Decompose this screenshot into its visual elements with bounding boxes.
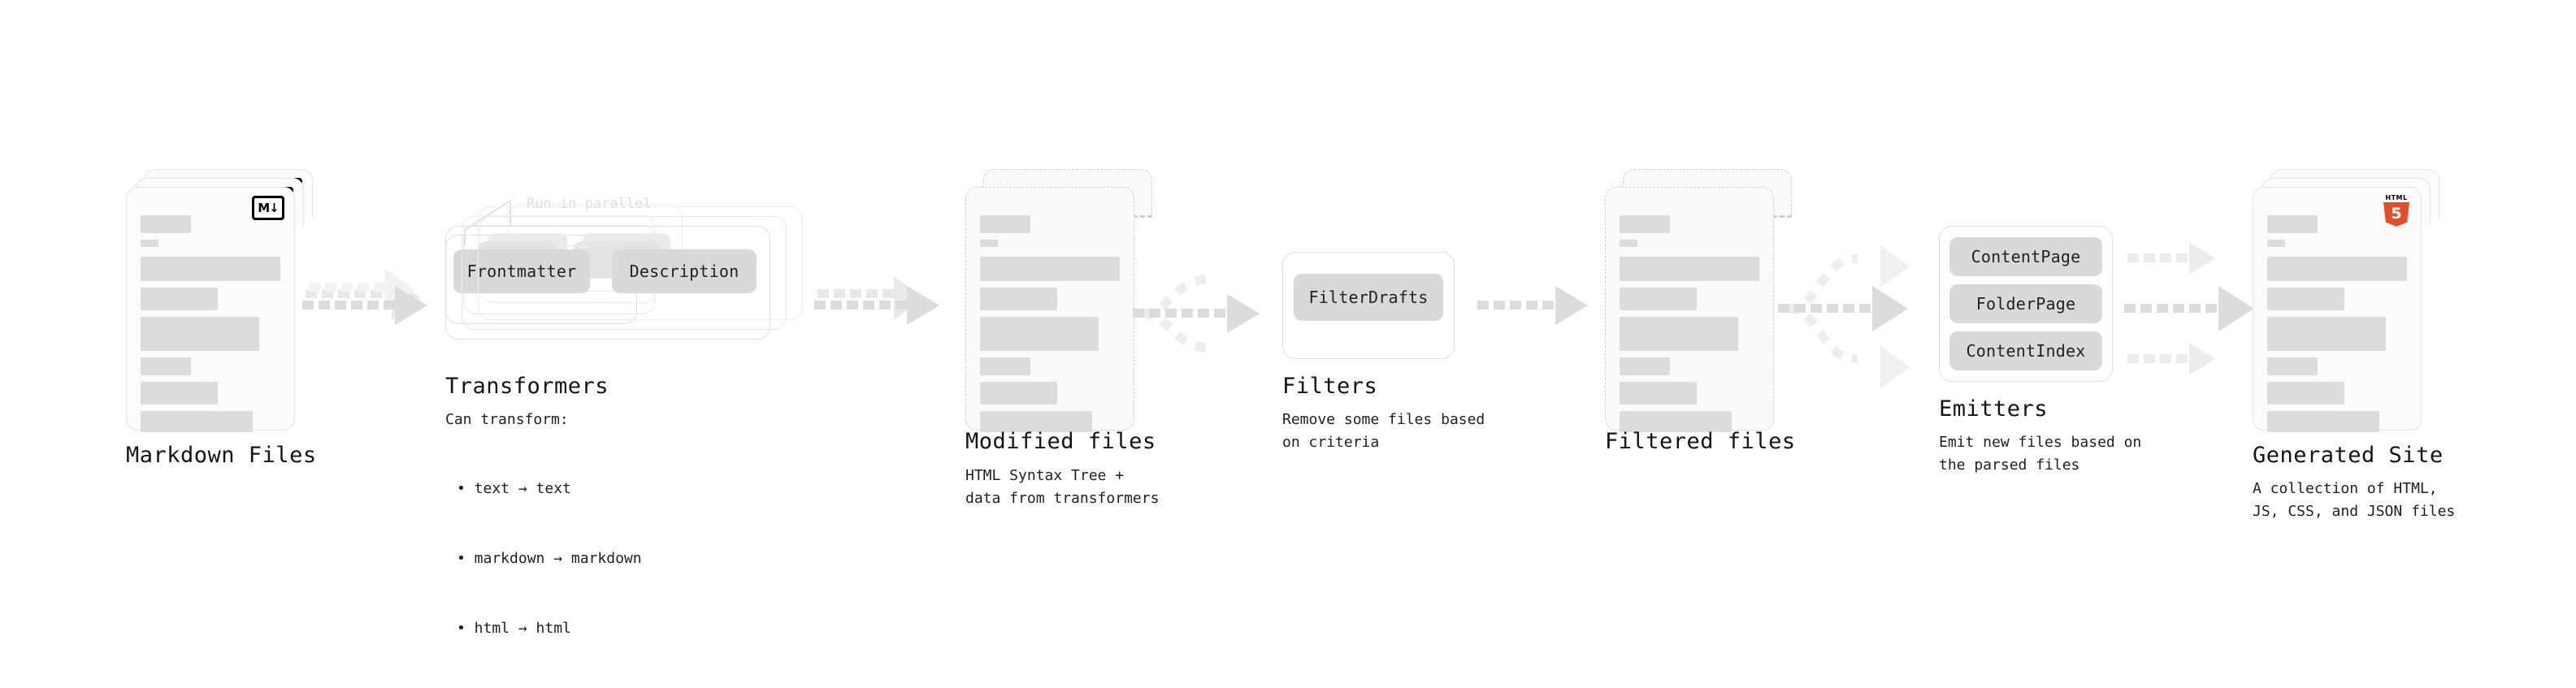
content-bar (1620, 317, 1739, 351)
stage-title-emitters: Emitters (1939, 396, 2049, 422)
content-bar (1620, 382, 1697, 405)
emitters-group-box (1939, 226, 2113, 382)
generated-site-subtitle: A collection of HTML, JS, CSS, and JSON … (2253, 480, 2456, 520)
filter-pill-filterdrafts[interactable]: FilterDrafts (1294, 274, 1443, 321)
content-bar (980, 288, 1057, 310)
content-bar (980, 240, 999, 247)
html5-icon: HTML (2382, 194, 2411, 227)
content-bar (980, 411, 1092, 432)
content-bar (2267, 257, 2407, 281)
content-bar (1620, 357, 1670, 375)
stage-title-modified-files: Modified files (965, 429, 1156, 454)
card-front: HTML (2253, 187, 2422, 432)
content-bar (141, 382, 218, 405)
content-bar (980, 215, 1030, 233)
transformers-bullet-1: • markdown → markdown (457, 549, 642, 567)
emitter-pill-contentindex[interactable]: ContentIndex (1949, 331, 2102, 370)
content-bar (2267, 240, 2286, 247)
card-front: M↓ (126, 187, 295, 432)
content-bar (141, 215, 191, 233)
transformer-pill-description[interactable]: Description (612, 249, 757, 293)
html5-shield (2383, 202, 2409, 227)
stage-title-transformers: Transformers (445, 374, 609, 399)
markdown-badge-front: M↓ (252, 196, 284, 220)
content-bar (141, 240, 159, 247)
connector-modified-to-filters (1133, 275, 1260, 353)
transformers-bullet-2: • html → html (457, 620, 571, 638)
connector-markdown-to-transformers (302, 268, 427, 325)
transformer-outer-box (445, 226, 770, 340)
emitter-pill-contentpage[interactable]: ContentPage (1949, 237, 2102, 276)
content-bar (980, 257, 1120, 281)
content-bar (980, 382, 1057, 405)
stage-title-markdown-files: Markdown Files (126, 443, 317, 468)
content-bar (1620, 257, 1759, 281)
content-bar (1620, 288, 1697, 310)
transformer-pill-frontmatter[interactable]: Frontmatter (453, 249, 590, 293)
content-bar (2267, 317, 2387, 351)
content-bar (141, 288, 218, 310)
content-bar (2267, 382, 2344, 405)
stage-title-filters: Filters (1282, 374, 1378, 399)
transformers-subtitle: Can transform: (445, 411, 569, 428)
card-content-bars (1620, 215, 1759, 439)
content-bar (2267, 288, 2344, 310)
stage-title-filtered-files: Filtered files (1605, 429, 1796, 454)
transformer-outer-box-mid (462, 216, 787, 330)
connector-emitters-to-site (2124, 242, 2254, 375)
content-bar (1620, 215, 1670, 233)
markdown-icon: M↓ (252, 196, 284, 220)
transformers-bullets: • text → text • markdown → markdown • ht… (457, 431, 642, 688)
transformers-bullet-0: • text → text (457, 479, 571, 497)
transformer-outer-box-back (478, 206, 803, 320)
emitters-subtitle: Emit new files based on the parsed files (1939, 434, 2142, 474)
content-bar (141, 257, 280, 281)
content-bar (2267, 411, 2379, 432)
connector-filtered-to-emitters (1778, 245, 1910, 388)
stage-title-generated-site: Generated Site (2253, 443, 2444, 468)
content-bar (980, 357, 1030, 375)
content-bar (2267, 357, 2318, 375)
content-bar (980, 317, 1099, 351)
content-bar (141, 317, 260, 351)
connector-transformers-to-modified (814, 276, 939, 325)
card-content-bars (2267, 215, 2407, 439)
card-front (1605, 187, 1774, 432)
content-bar (2267, 215, 2318, 233)
html5-badge-wrap: HTML (2382, 194, 2411, 227)
content-bar (141, 411, 253, 432)
run-in-parallel-note: Run in parallel (527, 196, 652, 212)
content-bar (141, 357, 191, 375)
html5-wordmark: HTML (2385, 194, 2408, 201)
filters-subtitle: Remove some files based on criteria (1282, 411, 1485, 451)
card-content-bars (980, 215, 1120, 439)
content-bar (1620, 411, 1732, 432)
content-bar (1620, 240, 1638, 247)
emitter-pill-folderpage[interactable]: FolderPage (1949, 284, 2102, 323)
card-content-bars (141, 215, 280, 439)
filters-group-box (1282, 252, 1455, 359)
connector-filters-to-filtered (1477, 286, 1588, 325)
card-front (965, 187, 1134, 432)
modified-files-subtitle: HTML Syntax Tree + data from transformer… (965, 467, 1160, 507)
